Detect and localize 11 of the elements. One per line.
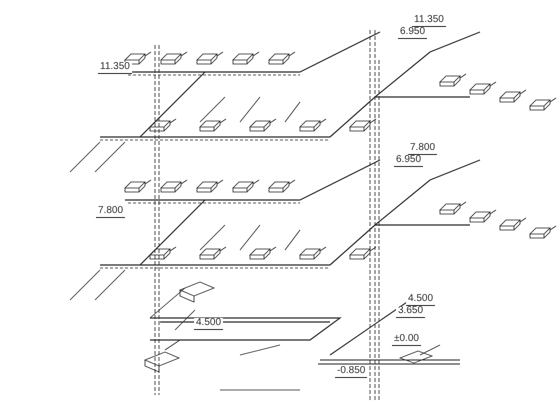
elevation-label: 7.800: [408, 143, 438, 155]
elevation-label: 4.500: [406, 294, 436, 306]
elevation-label: ±0.00: [392, 334, 421, 346]
elevation-label: 4.500: [194, 318, 224, 330]
elevation-label: 7.800: [96, 206, 126, 218]
elevation-label: 6.950: [394, 155, 424, 167]
elevation-label: -0.850: [335, 366, 368, 378]
elevation-label: 6.950: [398, 27, 428, 39]
elevation-label: 3.650: [396, 306, 426, 318]
elevation-label: 11.350: [412, 15, 446, 27]
elevation-label: 11.350: [98, 62, 132, 74]
